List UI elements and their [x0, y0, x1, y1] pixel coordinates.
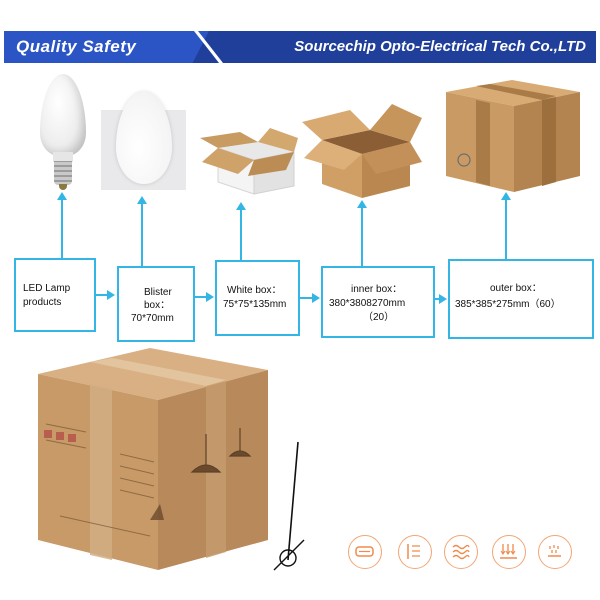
connector-h2	[195, 296, 207, 298]
inner-box-image	[302, 104, 422, 198]
flow-box-blister: Blister box： 70*70mm	[117, 266, 195, 342]
company-name: Sourcechip Opto-Electrical Tech Co.,LTD	[294, 38, 586, 55]
connector-2	[141, 202, 143, 268]
lamp-stand-line	[273, 441, 305, 571]
flow-box-led-line1: LED Lamp	[23, 283, 71, 294]
flow-box-inner-line1: inner box：	[351, 284, 403, 295]
banner-accent	[4, 31, 209, 63]
bulb-tip	[59, 184, 67, 190]
header-banner: Quality Safety Sourcechip Opto-Electrica…	[4, 31, 596, 67]
flow-box-outer: outer box： 385*385*275mm（60）	[448, 259, 594, 339]
flow-box-blister-line2: box：	[144, 300, 171, 311]
bounce-icon	[398, 535, 432, 569]
arrow-right-1	[107, 290, 115, 300]
carton-photo	[38, 348, 268, 570]
flow-box-outer-line2: 385*385*275mm（60）	[455, 299, 561, 310]
flow-box-blister-line1: Blister	[144, 287, 172, 298]
flow-box-led: LED Lamp products	[14, 258, 96, 332]
stack-arrows-icon	[492, 535, 526, 569]
outer-box-image	[446, 80, 580, 192]
bulb-neck	[53, 152, 73, 162]
blister-shell	[116, 92, 172, 184]
arrow-right-4	[439, 294, 447, 304]
flow-box-led-line2: products	[23, 297, 62, 308]
connector-h4	[435, 298, 440, 300]
flow-box-inner-line3: （20）	[363, 312, 395, 323]
connector-1	[61, 198, 63, 260]
flow-box-white: White box： 75*75*135mm	[215, 260, 300, 336]
flow-box-inner: inner box： 380*3808270mm （20）	[321, 266, 435, 338]
moisture-icon	[538, 535, 572, 569]
connector-4	[361, 206, 363, 268]
arrow-up-5	[501, 192, 511, 200]
connector-5	[505, 198, 507, 260]
flow-box-white-line1: White box：	[227, 285, 282, 296]
bulb-base	[54, 161, 72, 185]
fragile-roll-icon	[348, 535, 382, 569]
arrow-up-4	[357, 200, 367, 208]
connector-3	[240, 208, 242, 262]
flow-box-inner-line2: 380*3808270mm	[329, 298, 406, 309]
flow-box-blister-line3: 70*70mm	[131, 313, 174, 324]
connector-h3	[300, 297, 313, 299]
flow-box-outer-line1: outer box：	[490, 283, 542, 294]
arrow-up-3	[236, 202, 246, 210]
white-box-image	[200, 128, 298, 195]
bulb-glass	[40, 74, 86, 156]
heat-wave-icon	[444, 535, 478, 569]
connector-h1	[96, 294, 108, 296]
arrow-up-2	[137, 196, 147, 204]
arrow-right-2	[206, 292, 214, 302]
flow-box-white-line2: 75*75*135mm	[223, 299, 287, 310]
arrow-right-3	[312, 293, 320, 303]
arrow-up-1	[57, 192, 67, 200]
banner-title: Quality Safety	[16, 37, 137, 56]
